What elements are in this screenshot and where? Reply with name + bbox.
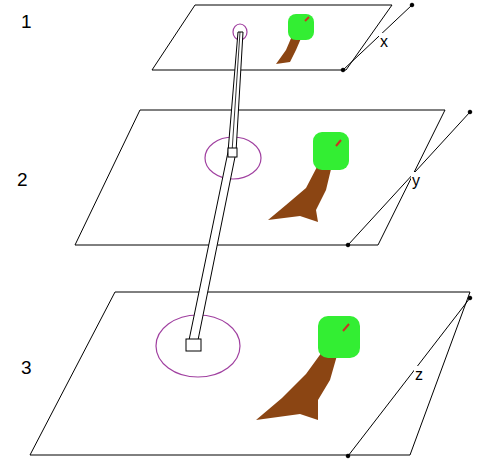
aperture-circles (156, 24, 261, 377)
plane-3 (30, 292, 470, 455)
plane-number: 3 (20, 358, 33, 379)
plane-number: 1 (20, 12, 33, 33)
tube (186, 32, 243, 351)
tree-3 (256, 316, 360, 420)
plane-1 (152, 5, 392, 70)
dimension-label: z (414, 366, 424, 384)
dimension-label: x (379, 33, 389, 51)
plane-2 (75, 110, 445, 245)
dimension-lines (341, 3, 472, 458)
tree-1 (276, 14, 314, 64)
dimension-label: y (411, 172, 421, 190)
plane-number: 2 (16, 170, 29, 191)
tree-2 (268, 132, 349, 222)
